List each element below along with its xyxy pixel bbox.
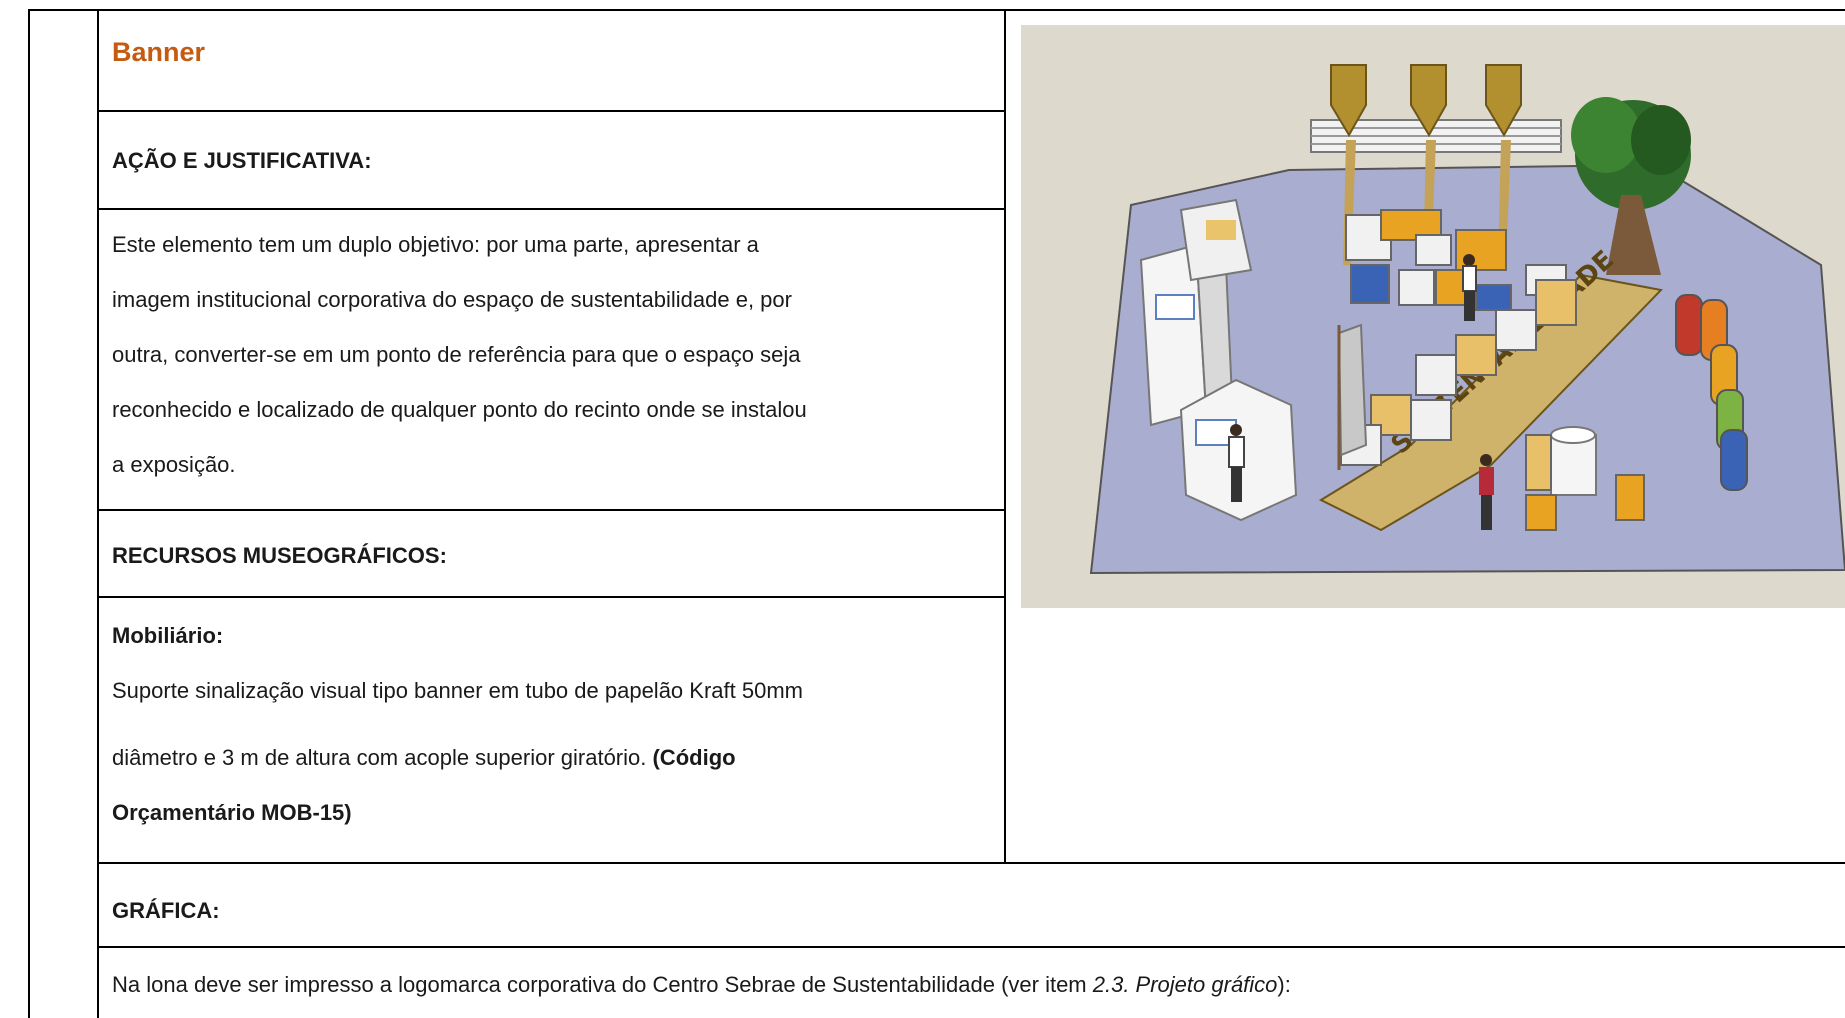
budget-code-part1: (Código	[652, 745, 736, 770]
acao-line: outra, converter-se em um ponto de refer…	[112, 342, 801, 367]
people-figures	[1228, 254, 1494, 530]
grafica-text-reference: 2.3. Projeto gráfico	[1092, 972, 1278, 997]
hanging-banner-structure	[1310, 64, 1562, 265]
grafica-paragraph: Na lona deve ser impresso a logomarca co…	[112, 967, 1291, 1003]
row-divider-1	[97, 110, 1006, 112]
grafica-text-suffix: ):	[1277, 972, 1291, 997]
mobiliario-line: diâmetro e 3 m de altura com acople supe…	[112, 740, 736, 776]
acao-line: reconhecido e localizado de qualquer pon…	[112, 397, 807, 422]
exhibition-3d-render: SUSTENTABILIDADE	[1089, 64, 1845, 575]
column-divider-left	[97, 9, 99, 1018]
left-display-panels	[1139, 198, 1298, 522]
column-divider-middle	[1004, 9, 1006, 862]
row-divider-2	[97, 208, 1006, 210]
mobiliario-heading: Mobiliário:	[112, 623, 224, 648]
section-title: Banner	[112, 37, 206, 67]
acao-heading: AÇÃO E JUSTIFICATIVA:	[112, 148, 372, 173]
grafica-heading: GRÁFICA:	[112, 898, 220, 923]
grafica-text-prefix: Na lona deve ser impresso a logomarca co…	[112, 972, 1093, 997]
budget-code-part2: Orçamentário MOB-15)	[112, 800, 352, 825]
row-divider-4	[97, 596, 1006, 598]
center-pillar-and-boxes	[1525, 426, 1645, 531]
row-divider-6	[97, 946, 1845, 948]
acao-line: a exposição.	[112, 452, 236, 477]
recursos-heading: RECURSOS MUSEOGRÁFICOS:	[112, 543, 447, 568]
table-border-top	[28, 9, 1845, 11]
row-divider-3	[97, 509, 1006, 511]
mobiliario-line-text: diâmetro e 3 m de altura com acople supe…	[112, 745, 653, 770]
acao-line: imagem institucional corporativa do espa…	[112, 287, 792, 312]
tree	[1571, 97, 1691, 275]
colored-cylinders	[1675, 294, 1748, 491]
row-divider-5	[97, 862, 1845, 864]
banner-stand	[1337, 323, 1368, 470]
table-border-left	[28, 9, 30, 1018]
exhibition-space-illustration: SUSTENTABILIDADE	[1021, 25, 1845, 608]
acao-line: Este elemento tem um duplo objetivo: por…	[112, 232, 759, 257]
mobiliario-line: Suporte sinalização visual tipo banner e…	[112, 678, 803, 703]
